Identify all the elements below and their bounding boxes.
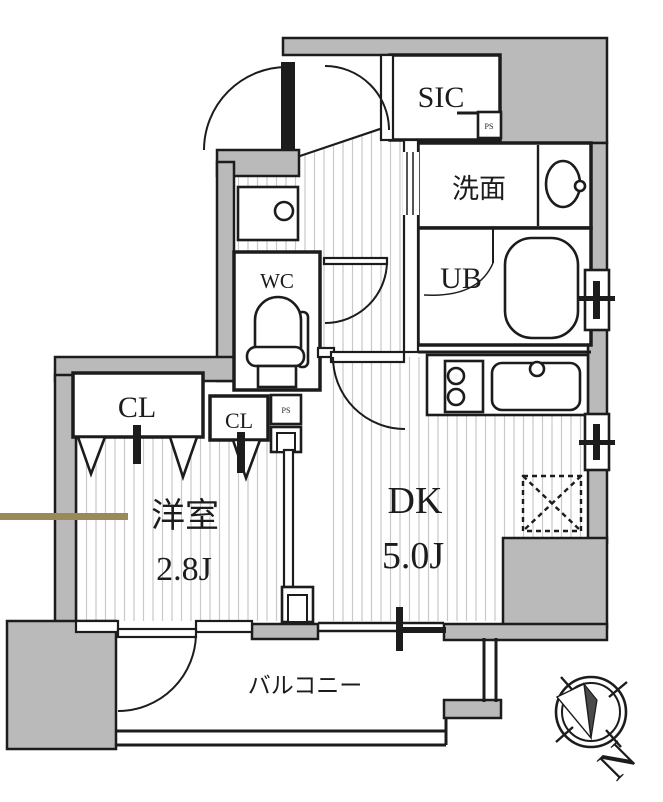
wall-right-lower	[586, 466, 609, 545]
pillar-box-inner	[287, 594, 308, 623]
wall-genkan-sic	[379, 53, 395, 142]
genkan-step-line	[296, 126, 384, 159]
scale-marker-line	[0, 513, 128, 520]
refrigerator-dashed-box	[521, 474, 583, 533]
wall-bottom-mid-stub	[194, 619, 254, 634]
ps-top-label: PS	[485, 122, 494, 131]
wall-westernroom-dk	[282, 448, 295, 589]
wc-label: WC	[260, 269, 294, 293]
balcony-rail	[116, 638, 498, 747]
sic-door-swing-arc	[324, 65, 390, 131]
wc-door-leaf	[322, 256, 389, 266]
dk-window	[579, 412, 615, 472]
entrance-door-leaf	[281, 62, 295, 150]
compass-icon: N	[554, 675, 645, 789]
balcony-door-swing-arc	[117, 632, 197, 712]
bath-door-swing-arc	[423, 262, 494, 296]
western-room-size: 2.8J	[156, 551, 212, 588]
closet-pole-tick1	[133, 425, 141, 464]
ps-shaft-top-box	[476, 110, 503, 140]
dk-door-swing-arc	[332, 356, 406, 430]
balcony-sliding-window	[318, 607, 446, 651]
washbasin-faucet-icon	[573, 179, 587, 193]
entrance-door-swing-arc	[203, 66, 288, 151]
wc-door-swing-arc	[324, 260, 388, 324]
dk-floor-stripes	[331, 357, 587, 621]
sic-label: SIC	[418, 81, 465, 114]
balcony-door-leaf	[116, 627, 198, 639]
washing-machine-drum-icon	[273, 200, 295, 222]
wall-balcony-right-block	[442, 698, 503, 720]
washroom-label: 洗面	[452, 174, 506, 204]
wall-sw-block	[5, 619, 118, 751]
closet-large-label: CL	[118, 391, 156, 424]
unit-bath-label: UB	[440, 262, 482, 295]
kitchen-faucet-icon	[528, 360, 546, 378]
dk-door-leaf	[329, 350, 406, 364]
wall-se-corner-block	[501, 536, 609, 630]
stove-burner2-icon	[446, 387, 466, 407]
compass-needle-light	[555, 682, 593, 741]
stove-burner1-icon	[446, 366, 466, 386]
toilet-base-icon	[256, 364, 298, 389]
bath-window	[579, 268, 615, 332]
wall-balcony-sill	[250, 622, 320, 641]
balcony-label: バルコニー	[248, 673, 363, 698]
wall-bottom-left-stub	[74, 619, 120, 634]
wall-left-upper	[215, 160, 236, 383]
dk-label: DK	[388, 480, 443, 522]
washroom-door-opening	[403, 152, 419, 215]
toilet-bowl-icon	[253, 295, 303, 354]
bathtub-icon	[503, 236, 580, 340]
closet-pole-tick2	[237, 432, 245, 473]
dk-size: 5.0J	[382, 535, 444, 577]
ps-shaft-mid-box	[269, 393, 303, 426]
closet-small-label: CL	[225, 408, 253, 433]
ps-mid-label: PS	[282, 406, 291, 415]
closet-door-mark2	[168, 435, 199, 482]
closet-door-mark1	[76, 435, 107, 478]
western-room-label: 洋室	[151, 497, 219, 535]
toilet-seat-icon	[245, 345, 306, 368]
genkan-floor	[294, 55, 381, 158]
wall-bottom-right-band	[442, 622, 609, 642]
